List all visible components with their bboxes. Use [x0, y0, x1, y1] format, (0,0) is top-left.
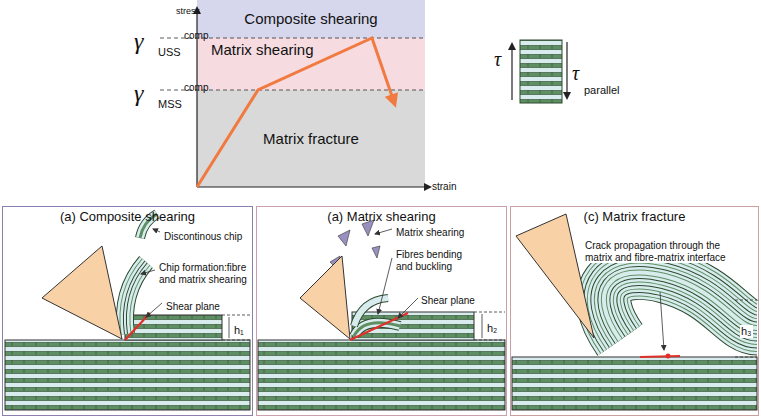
laminate-chip	[125, 262, 146, 334]
laminate-chip	[125, 262, 146, 334]
callout: Discontinous chip	[163, 231, 243, 243]
laminate-chip	[604, 272, 757, 340]
axis-label: strain	[432, 181, 456, 193]
callout-box: Discontinous chip	[163, 226, 243, 244]
laminate-chip	[604, 272, 757, 340]
panel-title: (a) Composite shearing	[60, 210, 195, 225]
region-label: Composite shearing	[244, 10, 377, 27]
subscript: MSS	[158, 98, 182, 111]
laminate-chip	[140, 214, 157, 238]
region-band: Matrix shearing	[197, 38, 425, 90]
region-band: Matrix fracture	[197, 90, 425, 187]
callout: Shear plane	[165, 301, 221, 313]
symbol-box: γ	[134, 80, 143, 108]
dimension-box: h₂	[486, 318, 498, 336]
laminate-chip	[604, 272, 757, 340]
laminate-chip	[604, 272, 757, 340]
chart	[160, 8, 430, 187]
cutting-figure	[512, 214, 757, 410]
laminate-chip	[604, 272, 757, 340]
laminate-chip	[604, 272, 757, 340]
symbol: τ	[572, 62, 579, 85]
axis-label-box: stress	[176, 0, 200, 18]
laminate-chip	[604, 272, 757, 340]
callout-box: Shear plane	[165, 296, 221, 314]
symbol: γ	[134, 28, 143, 56]
callout: Matrix shearing	[395, 227, 465, 239]
region-label: Matrix shearing	[211, 41, 314, 58]
subscript-box: parallel	[584, 80, 619, 98]
superscript: comp	[184, 82, 208, 94]
callout-box: Matrix shearing	[395, 222, 465, 240]
laminate-chip	[125, 262, 146, 334]
callout-box: Crack propagation through the matrix and…	[584, 240, 734, 265]
laminate-chip	[354, 298, 388, 326]
subscript-box: MSS	[158, 94, 182, 112]
laminate-chip	[125, 262, 146, 334]
superscript: comp	[184, 30, 208, 42]
dimension: h₂	[486, 322, 498, 335]
cutting-figure	[258, 220, 505, 410]
shear-element	[512, 40, 567, 103]
laminate-chip	[604, 272, 757, 340]
laminate-chip	[125, 262, 146, 334]
callout: Crack propagation through the matrix and…	[584, 240, 734, 263]
laminate-chip	[604, 272, 757, 340]
symbol: τ	[494, 48, 501, 71]
laminate-chip	[354, 298, 388, 326]
laminate-chip	[125, 262, 146, 334]
callout-box: Fibres bending and buckling	[395, 249, 477, 274]
laminate-chip	[140, 214, 157, 238]
superscript-box: comp	[184, 25, 208, 43]
laminate-chip	[604, 272, 757, 340]
callout-box: Shear plane	[420, 290, 476, 308]
laminate-chip	[604, 272, 757, 340]
laminate-chip	[604, 272, 757, 340]
callout: Fibres bending and buckling	[395, 249, 477, 272]
superscript-box: comp	[184, 77, 208, 95]
laminate-chip	[604, 272, 757, 340]
region-band: Composite shearing	[197, 0, 425, 38]
subscript: USS	[158, 46, 181, 59]
dimension-box: h₁	[233, 320, 245, 338]
axis-label-box: strain	[432, 176, 456, 194]
dimension-box: h₃	[740, 321, 753, 339]
axis-label: stress	[176, 6, 200, 16]
subscript: parallel	[584, 84, 619, 97]
dimension: h₁	[233, 324, 245, 337]
laminate-chip	[140, 214, 157, 238]
symbol-box: γ	[134, 28, 143, 56]
cutting-figure	[5, 214, 250, 410]
laminate-chip	[604, 272, 757, 340]
laminate-chip	[604, 272, 757, 340]
symbol: γ	[134, 80, 143, 108]
panel-title: (a) Matrix shearing	[327, 210, 435, 225]
callout-box: Chip formation:fibre and matrix shearing	[158, 262, 250, 287]
callout: Chip formation:fibre and matrix shearing	[158, 262, 250, 285]
subscript-box: USS	[158, 42, 181, 60]
dimension: h₃	[740, 325, 753, 338]
callout: Shear plane	[420, 295, 476, 307]
region-label: Matrix fracture	[263, 130, 359, 147]
laminate-chip	[604, 272, 757, 340]
symbol-box: τ	[572, 62, 579, 85]
symbol-box: τ	[494, 48, 501, 71]
panel-title: (c) Matrix fracture	[584, 210, 686, 225]
